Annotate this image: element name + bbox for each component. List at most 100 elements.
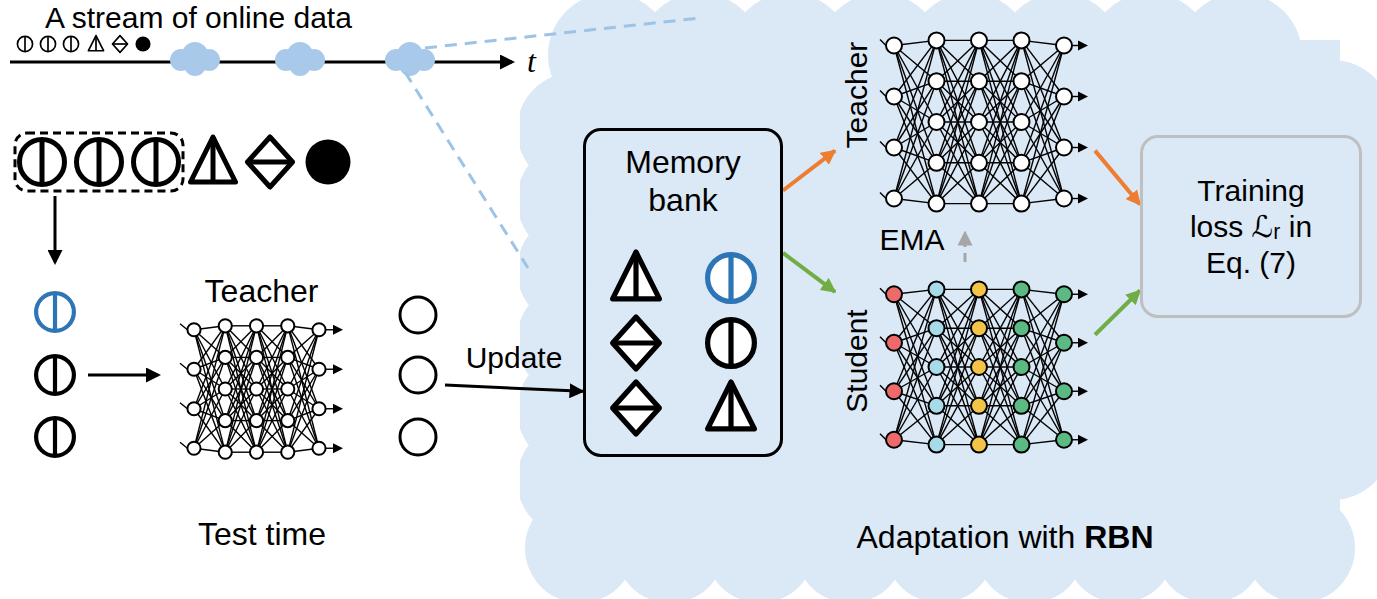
teacher-network: Teacher [178, 270, 445, 470]
cloud-puff [520, 142, 633, 258]
network-neurons [886, 32, 1072, 211]
neuron [281, 319, 294, 332]
small-cloud [170, 42, 220, 76]
neuron [971, 281, 987, 297]
prediction-circle [400, 357, 436, 393]
sample-symbol [63, 36, 78, 51]
node-illustration [835, 262, 1095, 470]
neuron [929, 73, 945, 89]
output-arrowhead [1078, 194, 1088, 204]
neuron [929, 114, 945, 130]
neuron [971, 155, 987, 171]
small-cloud [275, 42, 325, 76]
batch-box [15, 133, 183, 191]
flow-arrow [54, 196, 57, 262]
node-illustration [835, 12, 1095, 232]
stored-sample [613, 382, 660, 434]
node-label: Training loss ℒᵣ in Eq. (7) [1181, 173, 1321, 281]
cloud-shape [520, 0, 1377, 599]
output-arrowhead [1078, 338, 1088, 348]
neuron [971, 320, 987, 336]
cloud-puff [1245, 493, 1355, 599]
neuron [281, 351, 294, 364]
neuron [312, 323, 325, 336]
neuron [281, 446, 294, 459]
student-network: Student [835, 262, 1095, 470]
neuron [886, 286, 902, 302]
network-link [937, 81, 980, 203]
output-arrowhead [1078, 435, 1088, 445]
section-label: Test time [182, 515, 342, 553]
neuron [1014, 155, 1030, 171]
loss-box: Training loss ℒᵣ in Eq. (7) [1140, 135, 1362, 318]
cloud-body [560, 40, 1340, 560]
neuron [886, 89, 902, 105]
sample-symbol [134, 140, 179, 185]
stored-sample [613, 252, 660, 299]
neuron [1056, 383, 1072, 399]
sample-symbol [36, 356, 74, 394]
neuron [312, 442, 325, 455]
cloud-puff [728, 0, 852, 117]
connector [1095, 291, 1140, 335]
network-link [180, 363, 187, 369]
sample-symbol [112, 36, 127, 53]
neuron [250, 382, 263, 395]
stored-sample [613, 317, 660, 369]
neuron [929, 320, 945, 336]
connector [1095, 151, 1140, 205]
node-label: Memory bank [598, 143, 768, 220]
neuron [1056, 286, 1072, 302]
edge-label: EMA [879, 222, 944, 258]
neuron [1056, 89, 1072, 105]
cloud-puff [1178, 0, 1302, 117]
connector [445, 385, 583, 391]
network-neurons [886, 281, 1072, 452]
stored-sample [708, 382, 755, 429]
sample-symbol [191, 137, 236, 182]
neuron [250, 414, 263, 427]
time-label: t [527, 42, 557, 80]
neuron [929, 437, 945, 453]
output-arrowhead [333, 443, 343, 453]
neuron [971, 32, 987, 48]
stored-sample [708, 320, 755, 367]
neuron [1014, 196, 1030, 212]
neuron [1014, 32, 1030, 48]
cloud-puff [1088, 0, 1212, 117]
zoom-line [425, 18, 700, 48]
neuron [886, 432, 902, 448]
network-link [225, 357, 256, 452]
time-axis [10, 61, 512, 64]
neuron [312, 402, 325, 415]
output-arrowhead [1078, 92, 1088, 102]
label-part: Adaptation with [856, 519, 1084, 555]
neuron [187, 323, 200, 336]
output-arrowhead [333, 364, 343, 374]
sample-symbol [20, 140, 65, 185]
neuron [250, 446, 263, 459]
sample-symbol [306, 140, 351, 185]
neuron [929, 155, 945, 171]
neuron [250, 319, 263, 332]
sample-symbol [248, 137, 293, 187]
neuron [1014, 320, 1030, 336]
cloud-puff [520, 212, 633, 328]
neuron [250, 351, 263, 364]
neuron [281, 414, 294, 427]
network-link [180, 324, 187, 330]
cloud-puff [1272, 300, 1377, 420]
neuron [219, 414, 232, 427]
node-label: Student [840, 300, 874, 422]
neuron [1056, 38, 1072, 54]
neuron [886, 191, 902, 207]
neuron [971, 114, 987, 130]
neuron [971, 359, 987, 375]
network-link [937, 328, 980, 444]
output-arrowhead [1078, 289, 1088, 299]
sample-symbol [88, 36, 103, 51]
neuron [1056, 335, 1072, 351]
neuron [187, 402, 200, 415]
output-arrowhead [1078, 143, 1088, 153]
neuron [1056, 140, 1072, 156]
